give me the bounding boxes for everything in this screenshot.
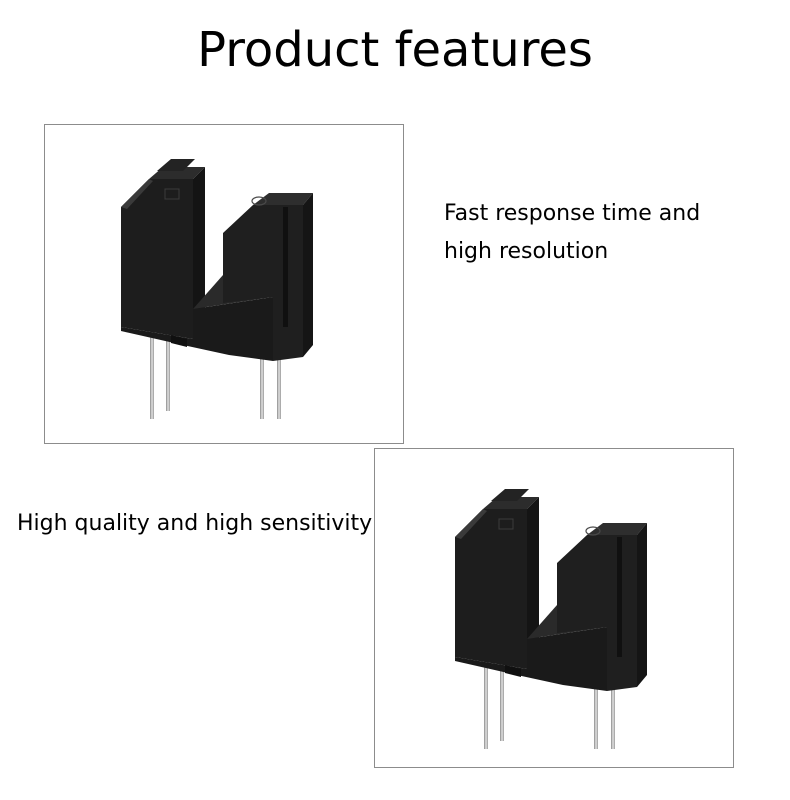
- feature-line: Fast response time and: [444, 201, 701, 226]
- page-title: Product features: [197, 22, 593, 78]
- slot-optical-sensor-icon: [455, 489, 647, 749]
- feature-text-quality: High quality and high sensitivity: [17, 505, 377, 543]
- product-photo-frame-bottom: [374, 448, 734, 768]
- feature-line: High quality and high sensitivity: [17, 511, 373, 536]
- feature-text-response: Fast response time and high resolution: [444, 195, 744, 271]
- product-photo-frame-top: [44, 124, 404, 444]
- feature-line: high resolution: [444, 239, 609, 264]
- slot-optical-sensor-icon: [121, 159, 313, 419]
